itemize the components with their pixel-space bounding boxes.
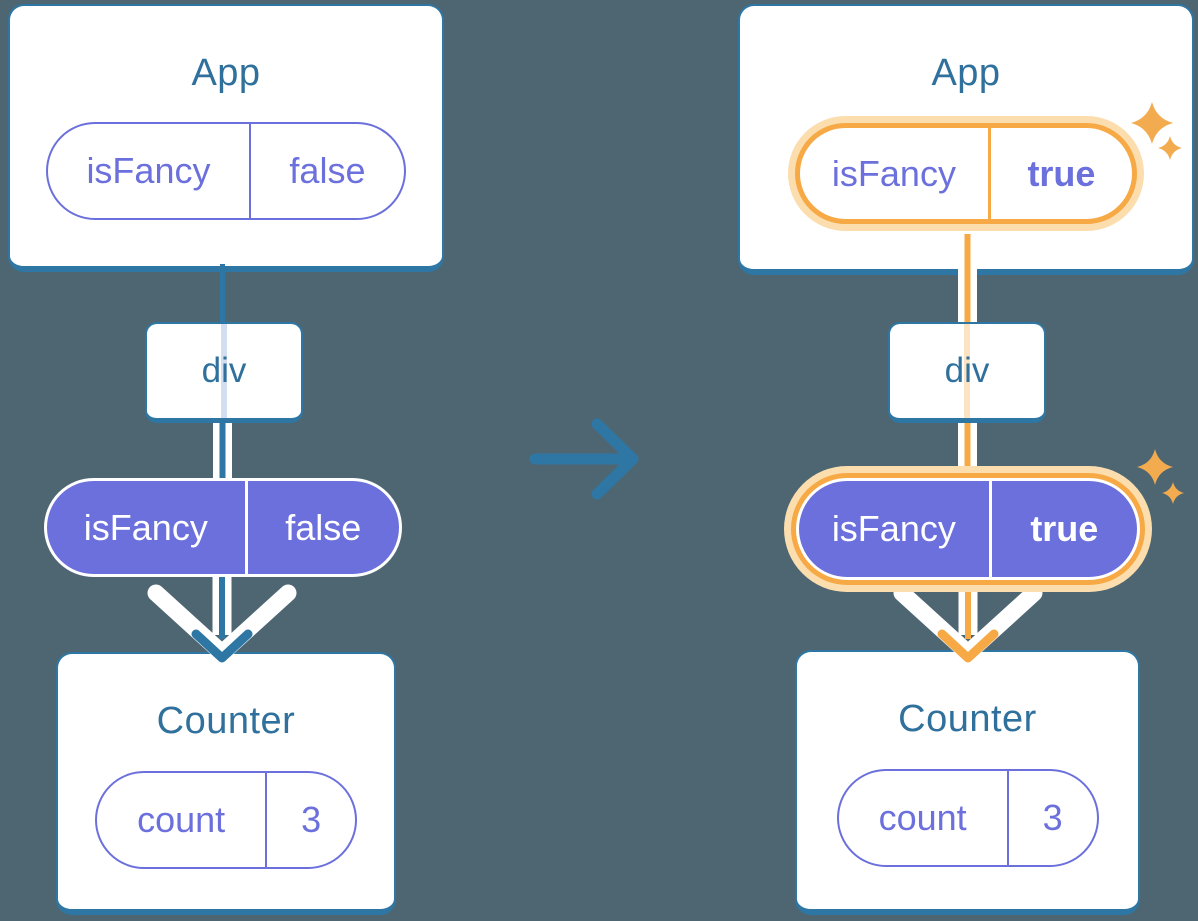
- state-value: false: [289, 150, 366, 191]
- state-key: isFancy: [800, 128, 991, 219]
- state-pill: isFancy false: [46, 122, 406, 220]
- down-arrow-icon: [147, 573, 297, 663]
- count-pill: count 3: [95, 771, 357, 869]
- right-arrow-icon: [529, 418, 639, 500]
- counter-card: Counter count 3: [56, 652, 396, 915]
- div-box: div: [145, 322, 303, 423]
- pass-through-stripe: [221, 324, 227, 418]
- tree-before: App isFancy false div isFancy false Coun…: [0, 0, 470, 921]
- app-card: App isFancy true: [738, 4, 1194, 275]
- connector-app-to-div: [220, 264, 225, 326]
- tree-after: App isFancy true div isFancy true: [738, 0, 1198, 921]
- prop-key: isFancy: [799, 481, 992, 577]
- div-label: div: [944, 351, 990, 390]
- component-title: Counter: [898, 698, 1037, 740]
- count-key: count: [97, 773, 268, 867]
- count-value: 3: [301, 799, 322, 840]
- prop-value: true: [1030, 508, 1099, 549]
- prop-pill: isFancy false: [44, 478, 402, 577]
- connector-div-to-prop: [958, 421, 977, 479]
- count-key: count: [839, 771, 1009, 865]
- component-title: App: [931, 52, 1001, 94]
- div-box: div: [888, 322, 1046, 423]
- pass-through-stripe: [964, 324, 970, 418]
- app-card: App isFancy false: [8, 4, 444, 272]
- component-title: Counter: [156, 700, 296, 742]
- count-pill: count 3: [836, 769, 1099, 867]
- prop-value: false: [285, 506, 362, 548]
- connector-app-to-div: [958, 234, 977, 324]
- counter-card: Counter count 3: [795, 650, 1140, 915]
- state-key: isFancy: [48, 124, 251, 218]
- prop-pill-highlighted: isFancy true: [796, 478, 1140, 580]
- prop-key: isFancy: [47, 481, 248, 574]
- div-label: div: [201, 351, 247, 390]
- sparkle-icon: [1137, 449, 1184, 504]
- state-value: true: [1027, 152, 1096, 194]
- sparkle-icon: [1131, 102, 1182, 160]
- down-arrow-icon: [893, 573, 1043, 663]
- component-title: App: [191, 52, 261, 94]
- count-value: 3: [1042, 797, 1063, 838]
- state-pill-highlighted: isFancy true: [795, 123, 1137, 224]
- connector-div-to-prop: [213, 421, 232, 479]
